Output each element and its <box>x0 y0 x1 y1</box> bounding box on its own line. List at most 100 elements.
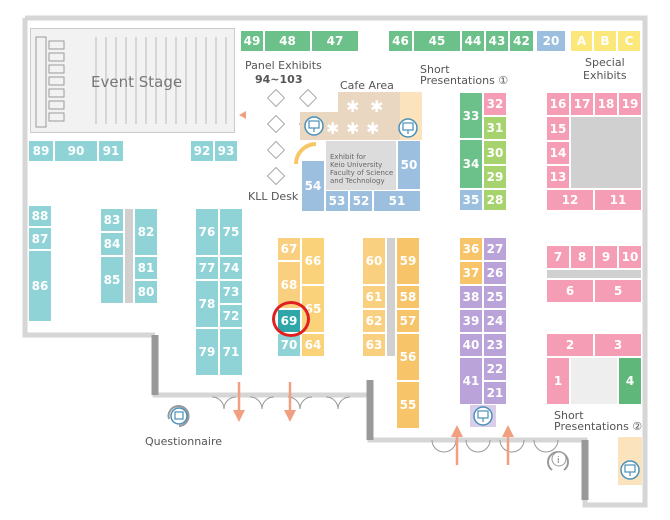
booth-76[interactable]: 76 <box>195 208 219 256</box>
booth-19[interactable]: 19 <box>618 92 642 116</box>
special-exhibits-label: Special <box>585 56 625 69</box>
booth-53[interactable]: 53 <box>325 190 349 212</box>
booth-52[interactable]: 52 <box>349 190 373 212</box>
booth-90[interactable]: 90 <box>54 140 98 162</box>
booth-40[interactable]: 40 <box>459 333 483 357</box>
booth-80[interactable]: 80 <box>134 280 158 304</box>
booth-92[interactable]: 92 <box>190 140 214 162</box>
booth-20[interactable]: 20 <box>536 30 566 52</box>
booth-86[interactable]: 86 <box>28 250 52 322</box>
booth-22[interactable]: 22 <box>483 357 507 381</box>
booth-8[interactable]: 8 <box>570 245 594 269</box>
booth-73[interactable]: 73 <box>219 280 243 304</box>
booth-50[interactable]: 50 <box>397 140 421 190</box>
booth-5[interactable]: 5 <box>594 279 642 303</box>
booth-33[interactable]: 33 <box>459 92 483 139</box>
booth-12[interactable]: 12 <box>546 189 594 211</box>
booth-51[interactable]: 51 <box>373 190 421 212</box>
booth-9[interactable]: 9 <box>594 245 618 269</box>
booth-44[interactable]: 44 <box>461 30 485 52</box>
booth-82[interactable]: 82 <box>134 208 158 256</box>
booth-62[interactable]: 62 <box>362 309 386 333</box>
booth-67[interactable]: 67 <box>277 237 301 261</box>
booth-54[interactable]: 54 <box>301 160 325 212</box>
booth-89[interactable]: 89 <box>28 140 54 162</box>
booth-57[interactable]: 57 <box>396 309 420 333</box>
booth-70[interactable]: 70 <box>277 333 301 357</box>
booth-72[interactable]: 72 <box>219 304 243 328</box>
booth-41[interactable]: 41 <box>459 357 483 405</box>
booth-55[interactable]: 55 <box>396 381 420 429</box>
booth-42[interactable]: 42 <box>509 30 534 52</box>
booth-c[interactable]: C <box>617 30 641 52</box>
booth-b[interactable]: B <box>593 30 617 52</box>
booth-78[interactable]: 78 <box>195 280 219 328</box>
booth-38[interactable]: 38 <box>459 285 483 309</box>
presentation-screen-icon[interactable] <box>398 118 418 138</box>
booth-63[interactable]: 63 <box>362 333 386 357</box>
booth-39[interactable]: 39 <box>459 309 483 333</box>
booth-15[interactable]: 15 <box>546 116 570 141</box>
booth-84[interactable]: 84 <box>100 232 124 256</box>
booth-31[interactable]: 31 <box>483 116 507 140</box>
booth-35[interactable]: 35 <box>459 189 483 211</box>
booth-37[interactable]: 37 <box>459 261 483 285</box>
booth-47[interactable]: 47 <box>311 30 359 52</box>
booth-6[interactable]: 6 <box>546 279 594 303</box>
booth-2[interactable]: 2 <box>546 333 594 357</box>
booth-1[interactable]: 1 <box>546 357 570 405</box>
booth-a[interactable]: A <box>570 30 593 52</box>
booth-32[interactable]: 32 <box>483 92 507 116</box>
booth-11[interactable]: 11 <box>594 189 642 211</box>
booth-91[interactable]: 91 <box>98 140 124 162</box>
booth-61[interactable]: 61 <box>362 285 386 309</box>
booth-34[interactable]: 34 <box>459 139 483 189</box>
presentation-screen-icon[interactable] <box>620 460 640 480</box>
booth-93[interactable]: 93 <box>214 140 238 162</box>
booth-36[interactable]: 36 <box>459 237 483 261</box>
booth-46[interactable]: 46 <box>388 30 413 52</box>
booth-24[interactable]: 24 <box>483 309 507 333</box>
booth-88[interactable]: 88 <box>28 205 52 227</box>
booth-17[interactable]: 17 <box>570 92 594 116</box>
booth-60[interactable]: 60 <box>362 237 386 285</box>
booth-4[interactable]: 4 <box>618 357 642 405</box>
booth-29[interactable]: 29 <box>483 165 507 189</box>
booth-48[interactable]: 48 <box>264 30 311 52</box>
booth-83[interactable]: 83 <box>100 208 124 232</box>
booth-16[interactable]: 16 <box>546 92 570 116</box>
booth-77[interactable]: 77 <box>195 256 219 280</box>
booth-74[interactable]: 74 <box>219 256 243 280</box>
booth-25[interactable]: 25 <box>483 285 507 309</box>
booth-43[interactable]: 43 <box>485 30 509 52</box>
presentation-screen-icon[interactable] <box>304 116 324 136</box>
booth-81[interactable]: 81 <box>134 256 158 280</box>
booth-23[interactable]: 23 <box>483 333 507 357</box>
booth-13[interactable]: 13 <box>546 165 570 189</box>
booth-49[interactable]: 49 <box>240 30 264 52</box>
booth-59[interactable]: 59 <box>396 237 420 285</box>
booth-56[interactable]: 56 <box>396 333 420 381</box>
booth-85[interactable]: 85 <box>100 256 124 304</box>
booth-30[interactable]: 30 <box>483 140 507 165</box>
booth-10[interactable]: 10 <box>618 245 642 269</box>
booth-45[interactable]: 45 <box>413 30 461 52</box>
booth-28[interactable]: 28 <box>483 189 507 211</box>
presentation-screen-icon[interactable] <box>473 406 493 426</box>
booth-7[interactable]: 7 <box>546 245 570 269</box>
booth-75[interactable]: 75 <box>219 208 243 256</box>
booth-26[interactable]: 26 <box>483 261 507 285</box>
booth-87[interactable]: 87 <box>28 227 52 250</box>
booth-79[interactable]: 79 <box>195 328 219 376</box>
booth-66[interactable]: 66 <box>301 237 325 285</box>
booth-64[interactable]: 64 <box>301 333 325 357</box>
booth-71[interactable]: 71 <box>219 328 243 376</box>
booth-21[interactable]: 21 <box>483 381 507 405</box>
booth-27[interactable]: 27 <box>483 237 507 261</box>
booth-18[interactable]: 18 <box>594 92 618 116</box>
info-icon[interactable]: i <box>546 448 572 474</box>
booth-14[interactable]: 14 <box>546 141 570 165</box>
questionnaire-icon[interactable] <box>166 403 192 429</box>
booth-3[interactable]: 3 <box>594 333 642 357</box>
booth-58[interactable]: 58 <box>396 285 420 309</box>
